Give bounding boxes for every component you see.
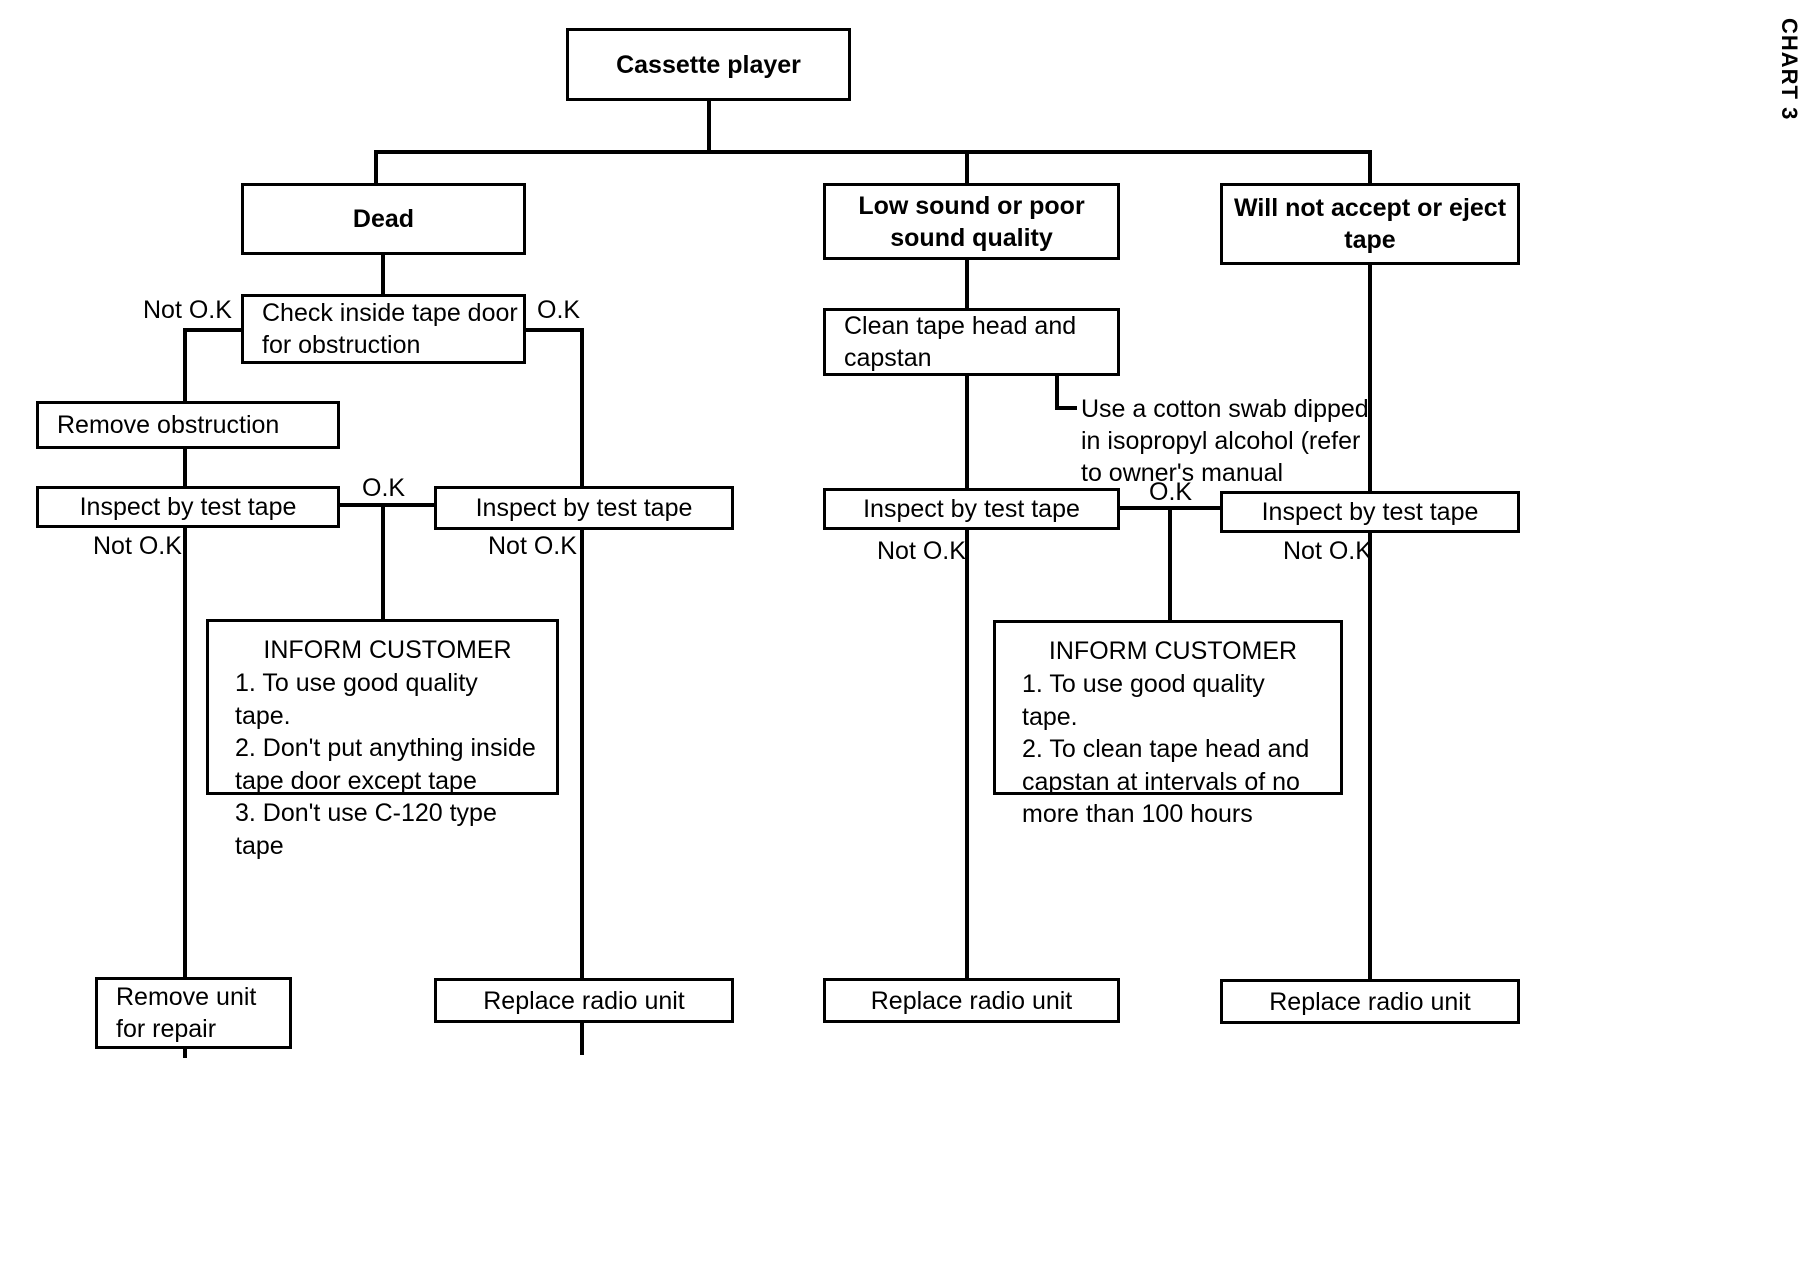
connector-check-notok-h [183,328,242,332]
node-clean-tape-head-label: Clean tape head and capstan [844,312,1077,372]
connector-clean-to-inspect3 [965,376,969,488]
node-inspect-1-label: Inspect by test tape [79,493,297,521]
inform-customer-right-title: INFORM CUSTOMER [1048,637,1298,665]
connector-to-dead [374,150,378,183]
chart-label: CHART 3 [1777,18,1802,121]
connector-to-no-accept [1368,150,1372,183]
edge-label-ok-2: O.K [362,474,406,502]
node-replace-radio-unit-2[interactable]: Replace radio unit [823,978,1120,1023]
node-replace-radio-unit-1[interactable]: Replace radio unit [434,978,734,1023]
node-inspect-test-tape-1[interactable]: Inspect by test tape [36,486,340,528]
node-low-sound[interactable]: Low sound or poor sound quality [823,183,1120,260]
connector-inspect1-ok-v [381,503,385,620]
inform-customer-left-items: 1. To use good quality tape. 2. Don't pu… [235,669,536,860]
node-replace-radio-1-label: Replace radio unit [483,986,685,1015]
node-inspect-3-label: Inspect by test tape [863,495,1080,523]
note-cotton-swab: Use a cotton swab dipped in isopropyl al… [1081,395,1369,487]
inform-customer-left-title: INFORM CUSTOMER [263,636,512,664]
node-inspect-test-tape-4[interactable]: Inspect by test tape [1220,491,1520,533]
inform-customer-box-right[interactable]: INFORM CUSTOMER 1. To use good quality t… [993,620,1343,828]
node-remove-obstruction-label: Remove obstruction [57,411,280,439]
connector-check-ok-h [522,328,584,332]
edge-label-not-ok-3: Not O.K [488,532,577,560]
connector-inspect1-ok-h [338,503,436,507]
connector-root-stem [707,101,711,153]
connector-remove-to-inspect [183,449,187,486]
edge-label-not-ok-5: Not O.K [1283,537,1372,565]
connector-inspect4-notok [1368,531,1372,981]
edge-label-not-ok-2: Not O.K [93,532,182,560]
connector-dead-to-check [381,255,385,294]
node-replace-radio-unit-3[interactable]: Replace radio unit [1220,979,1520,1024]
node-dead[interactable]: Dead [241,183,526,255]
node-remove-obstruction[interactable]: Remove obstruction [36,401,340,449]
node-remove-unit-label: Remove unit for repair [116,983,257,1043]
node-replace-radio-2-label: Replace radio unit [870,986,1073,1015]
connector-noaccept-to-inspect4 [1368,265,1372,493]
connector-root-bus [374,150,1372,154]
inform-customer-box-left[interactable]: INFORM CUSTOMER 1. To use good quality t… [206,619,559,860]
node-inspect-test-tape-3[interactable]: Inspect by test tape [823,488,1120,530]
node-replace-radio-3-label: Replace radio unit [1269,987,1471,1016]
connector-inspect2-notok [580,528,584,980]
node-inspect-test-tape-2[interactable]: Inspect by test tape [434,486,734,530]
node-remove-unit-for-repair[interactable]: Remove unit for repair [95,977,292,1049]
connector-to-low-sound [965,150,969,183]
node-low-sound-label: Low sound or poor sound quality [858,191,1085,252]
node-check-inside-tape-door[interactable]: Check inside tape door for obstruction [241,294,526,364]
node-inspect-4-label: Inspect by test tape [1261,498,1479,526]
edge-label-ok-1: O.K [537,296,581,324]
connector-callout-v [1055,376,1059,410]
node-dead-label: Dead [352,205,415,233]
node-will-not-accept[interactable]: Will not accept or eject tape [1220,183,1520,265]
node-inspect-2-label: Inspect by test tape [475,494,693,522]
connector-lowsound-to-clean [965,260,969,308]
node-will-not-accept-label: Will not accept or eject tape [1233,194,1507,254]
edge-label-ok-3: O.K [1149,478,1193,506]
edge-label-not-ok-4: Not O.K [877,537,966,565]
connector-callout-h [1055,406,1077,410]
connector-inspect3-ok-v [1168,506,1172,621]
node-check-inside-label: Check inside tape door for obstruction [262,299,518,359]
inform-customer-right-items: 1. To use good quality tape. 2. To clean… [1022,670,1310,828]
connector-inspect3-notok [965,528,969,980]
node-cassette-player[interactable]: Cassette player [566,28,851,101]
connector-inspect1-notok [183,525,187,980]
node-clean-tape-head[interactable]: Clean tape head and capstan [823,308,1120,376]
edge-label-not-ok-1: Not O.K [143,296,232,324]
node-cassette-player-label: Cassette player [616,50,801,79]
